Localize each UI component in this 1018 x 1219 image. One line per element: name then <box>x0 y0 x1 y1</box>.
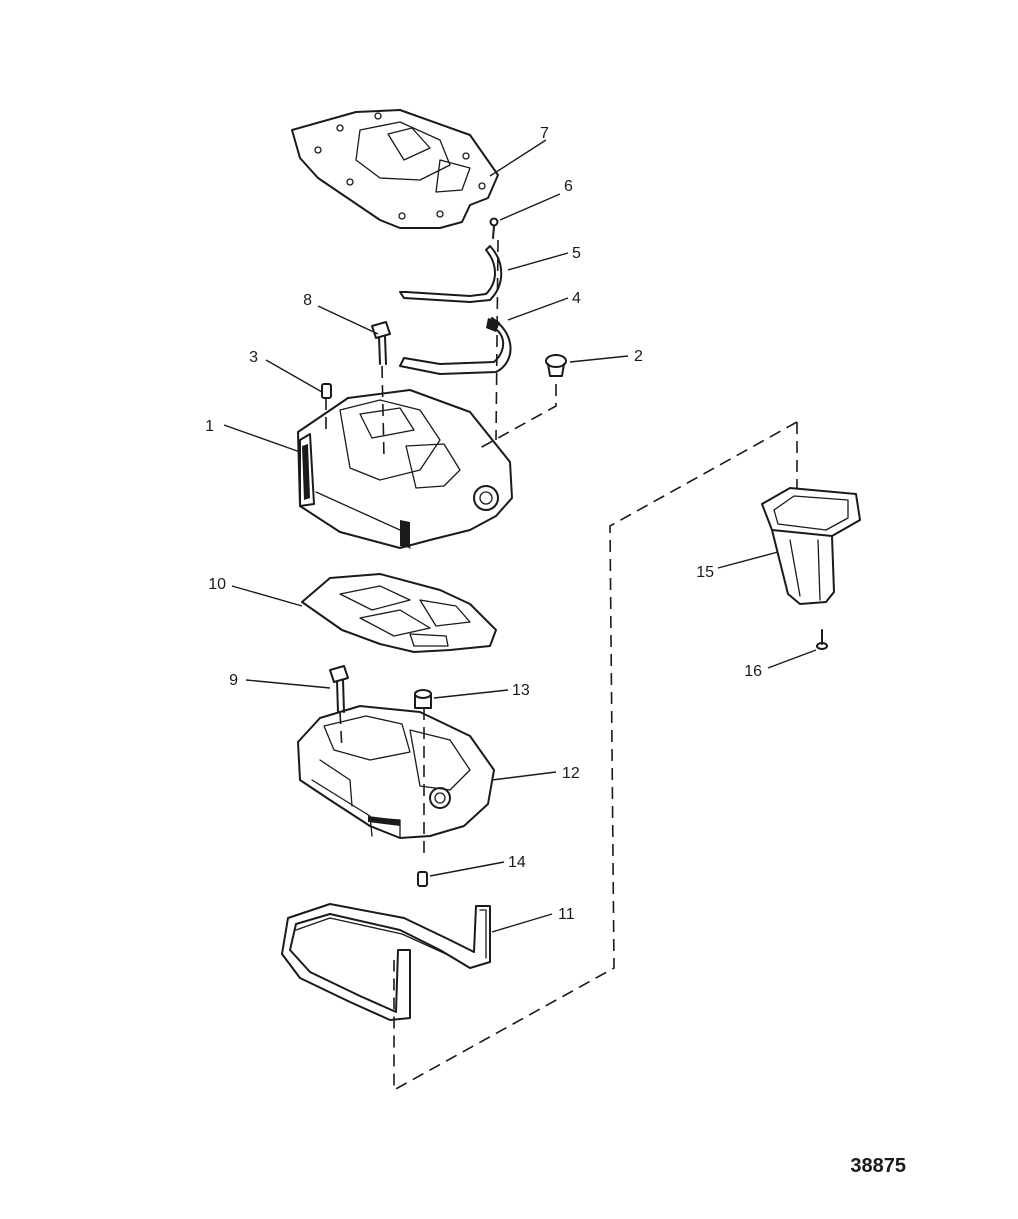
part-7-gasket <box>291 109 499 229</box>
part-12-housing <box>297 705 495 839</box>
part-3-dowel <box>321 383 332 399</box>
callout-7: 7 <box>540 125 549 142</box>
callout-13: 13 <box>512 682 530 699</box>
callout-11: 11 <box>558 906 575 923</box>
leader-lines <box>223 139 817 933</box>
callout-4: 4 <box>572 290 581 307</box>
part-8-bolt <box>371 321 391 365</box>
callout-5: 5 <box>572 245 581 262</box>
callout-15: 15 <box>696 564 714 581</box>
part-6-screw <box>489 217 499 239</box>
part-9-bolt <box>329 665 349 713</box>
callout-9: 9 <box>229 672 238 689</box>
alignment-lines <box>325 239 798 1092</box>
part-4-seal-strip <box>399 317 512 375</box>
part-10-gasket <box>301 573 497 653</box>
callout-12: 12 <box>562 765 580 782</box>
part-14-dowel <box>417 871 428 887</box>
callout-1: 1 <box>205 418 214 435</box>
callout-10: 10 <box>208 576 226 593</box>
part-15-funnel <box>761 487 861 605</box>
part-1-housing <box>297 389 513 549</box>
part-2-grommet <box>545 354 567 377</box>
callout-14: 14 <box>508 854 526 871</box>
figure-number: 38875 <box>850 1155 906 1177</box>
part-5-seal-strip <box>399 245 503 303</box>
callout-2: 2 <box>634 348 643 365</box>
callout-3: 3 <box>249 349 258 366</box>
callout-16: 16 <box>744 663 762 680</box>
part-11-seal <box>281 903 491 1021</box>
part-16-screw <box>816 629 828 650</box>
part-13-sleeve <box>414 689 432 709</box>
callout-8: 8 <box>303 292 312 309</box>
callout-6: 6 <box>564 178 573 195</box>
